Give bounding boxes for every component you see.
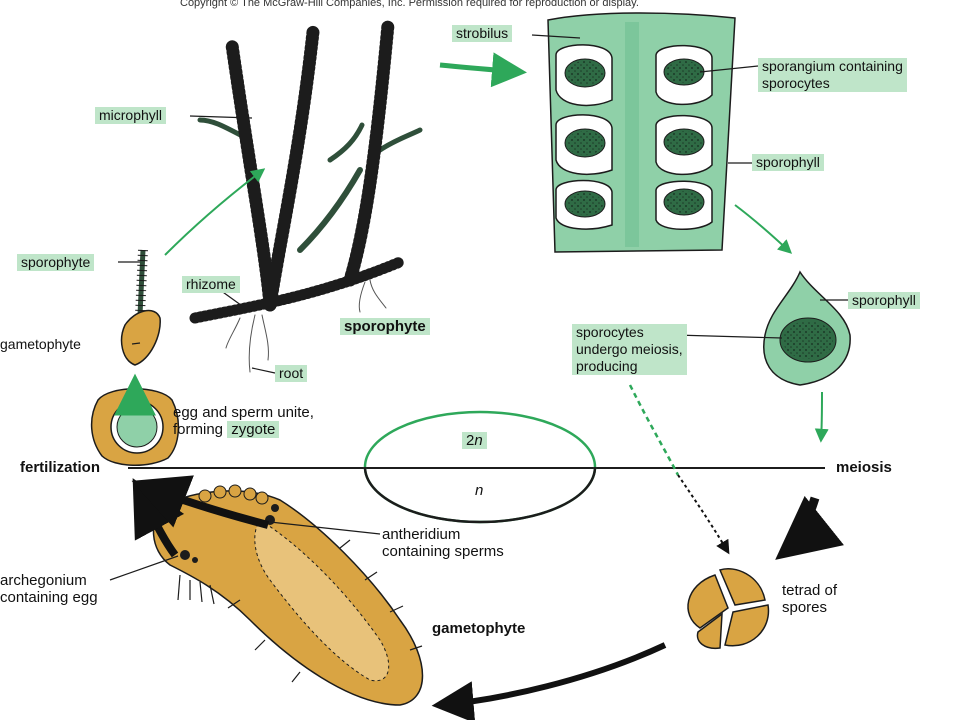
label-egg-line2a: forming — [173, 421, 228, 438]
copyright-notice: Copyright © The McGraw-Hill Companies, I… — [180, 0, 639, 9]
generation-divider — [128, 410, 825, 524]
label-antheridium-line2: containing sperms — [382, 543, 504, 560]
label-diploid: 2n — [462, 432, 487, 449]
label-sporocytes: sporocytes undergo meiosis, producing — [572, 324, 687, 375]
label-sporophyte-small: sporophyte — [17, 254, 95, 271]
label-diploid-number: 2 — [466, 432, 475, 449]
label-sporophyll-top: sporophyll — [752, 154, 824, 171]
label-sporangium: sporangium containing sporocytes — [758, 58, 907, 92]
label-antheridium-line1: antheridium — [382, 526, 461, 543]
label-strobilus: strobilus — [452, 25, 513, 42]
tetrad-illustration — [687, 568, 770, 650]
label-sporocytes-line1: sporocytes — [576, 324, 644, 340]
label-gametophyte-main: gametophyte — [432, 620, 526, 637]
label-sporangium-line2: sporocytes — [762, 75, 830, 91]
label-fertilization: fertilization — [20, 459, 101, 476]
leader-lines — [109, 34, 848, 581]
label-gametophyte-small: gametophyte — [0, 336, 81, 352]
gametophyte-illustration — [152, 484, 424, 706]
label-root: root — [275, 365, 308, 382]
label-archegonium-line2: containing egg — [0, 589, 98, 606]
label-meiosis: meiosis — [836, 459, 892, 476]
label-antheridium: antheridium containing sperms — [382, 526, 504, 560]
label-sporophyll-right: sporophyll — [848, 292, 920, 309]
label-egg-sperm: egg and sperm unite, forming zygote — [173, 404, 314, 438]
label-sporocytes-line3: producing — [576, 358, 638, 374]
label-archegonium: archegonium containing egg — [0, 572, 98, 606]
cycle-arrows — [114, 52, 845, 720]
label-tetrad: tetrad of spores — [782, 582, 837, 616]
label-archegonium-line1: archegonium — [0, 572, 87, 589]
label-diploid-n: n — [474, 432, 483, 449]
label-tetrad-line2: spores — [782, 599, 828, 616]
young-sporophyte-illustration — [120, 249, 161, 366]
label-microphyll: microphyll — [95, 107, 167, 124]
label-sporophyte-main: sporophyte — [340, 318, 430, 335]
label-haploid: n — [475, 482, 484, 499]
label-sporocytes-line2: undergo meiosis, — [576, 341, 683, 357]
zygote-illustration — [90, 388, 180, 466]
label-tetrad-line1: tetrad of — [782, 582, 838, 599]
sporophyte-plant-illustration — [189, 18, 423, 373]
label-zygote: zygote — [227, 421, 280, 438]
strobilus-illustration — [547, 12, 736, 253]
label-rhizome: rhizome — [182, 276, 240, 293]
sporophyll-illustration — [763, 270, 851, 386]
label-sporangium-line1: sporangium containing — [762, 58, 903, 74]
label-egg-line1: egg and sperm unite, — [173, 404, 314, 421]
